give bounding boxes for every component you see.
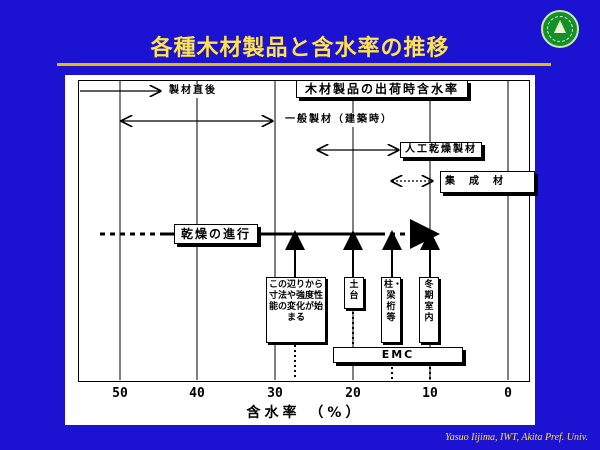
x-tick-20: 20 bbox=[345, 386, 361, 401]
note-change-start: この辺りから寸法や強度性能の変化が始まる bbox=[266, 277, 326, 343]
label-drying-progress: 乾燥の進行 bbox=[174, 224, 259, 244]
x-tick-10: 10 bbox=[422, 386, 438, 401]
tree-icon bbox=[554, 20, 566, 33]
university-logo bbox=[541, 10, 579, 48]
logo-ring bbox=[547, 16, 573, 42]
up-arrows bbox=[285, 230, 440, 277]
x-tick-0: 0 bbox=[504, 386, 512, 401]
label-seizai-chokugo: 製材直後 bbox=[165, 84, 221, 98]
author-credit: Yasuo Iijima, IWT, Akita Pref. Univ. bbox=[445, 432, 588, 443]
title-underline bbox=[57, 63, 551, 66]
note-hashira: 柱・梁桁等 bbox=[381, 277, 402, 343]
note-furniture: 冬期室内 bbox=[419, 277, 439, 343]
x-tick-30: 30 bbox=[267, 386, 283, 401]
label-ippan-seizai: 一般製材（建築時） bbox=[281, 113, 397, 127]
x-tick-50: 50 bbox=[112, 386, 128, 401]
slide-title: 各種木材製品と含水率の推移 bbox=[150, 36, 450, 61]
note-dodai: 土台 bbox=[344, 277, 364, 309]
x-axis-title: 含水率 （%） bbox=[246, 405, 364, 421]
label-jinko-kanso: 人工乾燥製材 bbox=[400, 142, 482, 158]
label-shusei: 集 成 材 bbox=[440, 171, 535, 193]
x-tick-40: 40 bbox=[189, 386, 205, 401]
label-emc: EMC bbox=[333, 347, 463, 363]
chart-title-box: 木材製品の出荷時含水率 bbox=[296, 80, 469, 98]
